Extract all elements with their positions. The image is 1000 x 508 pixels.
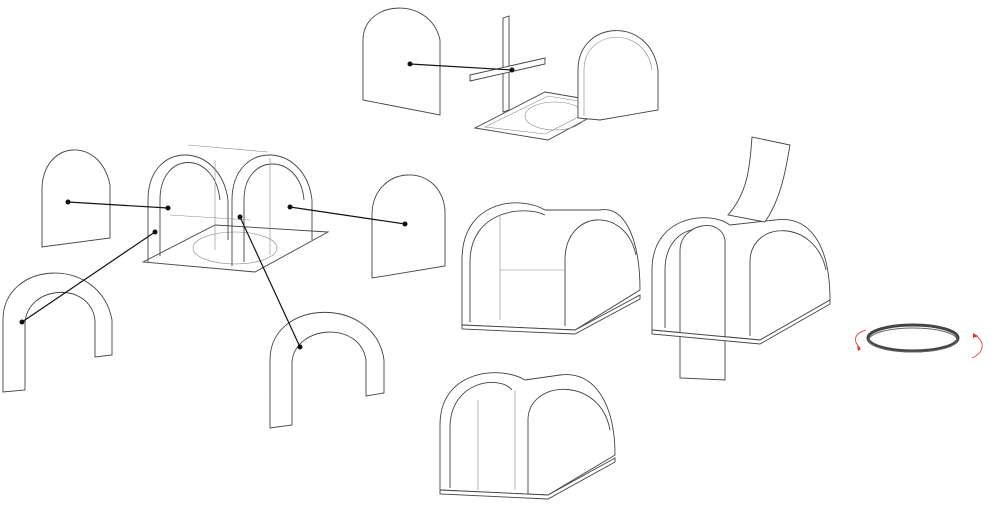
leader-lines (19, 61, 515, 350)
covered-tunnel (461, 202, 641, 335)
rotate-arrow-left (855, 329, 867, 349)
tunnel-with-flap (651, 136, 831, 381)
base-with-arch (473, 30, 659, 141)
ring (866, 323, 960, 353)
rotate-arrow-left-head (857, 346, 861, 351)
rotate-arrow-right-head (973, 333, 978, 338)
tunnel-with-opening (439, 372, 616, 500)
rotate-arrow-right (971, 334, 983, 359)
arch-panel-right (371, 174, 446, 279)
frame-assembly (141, 144, 330, 273)
arch-strip-left (2, 272, 113, 393)
arch-strip-right (269, 311, 385, 429)
arch-panel-top (362, 7, 441, 116)
arch-panel-left (41, 149, 111, 248)
